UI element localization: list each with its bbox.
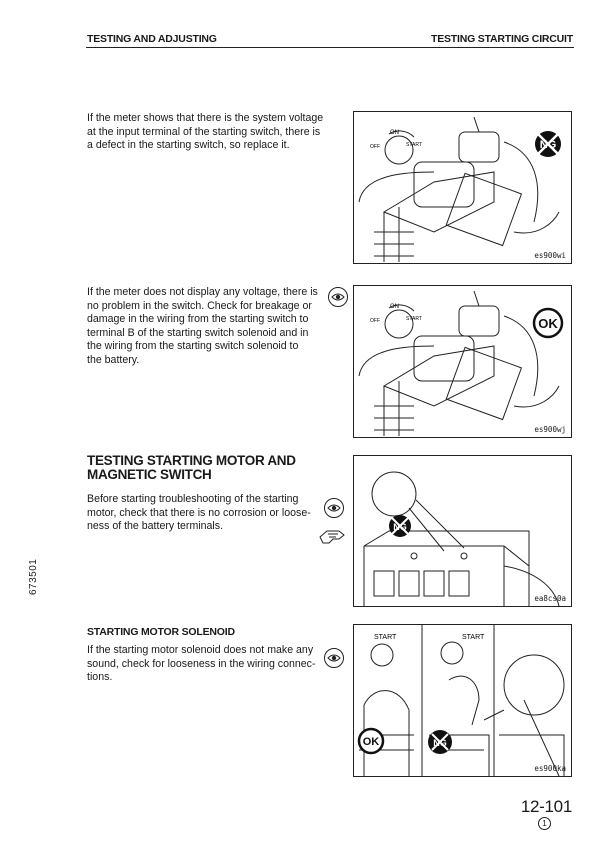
fig4-code: es900ka (534, 764, 566, 773)
section-heading: TESTING STARTING MOTOR AND MAGNETIC SWIT… (87, 453, 296, 482)
sub-heading: STARTING MOTOR SOLENOID (87, 626, 235, 638)
eye-icon (324, 648, 344, 668)
solenoid-illustration: START START OK NG (357, 625, 565, 776)
header-rule (86, 47, 574, 48)
fig3-ng-badge: NG (389, 515, 411, 537)
side-document-code: 673501 (28, 558, 39, 595)
fig4-ok-badge: OK (357, 727, 385, 755)
fig4-ng-badge: NG (428, 730, 452, 754)
paragraph-solenoid-sound: If the starting motor solenoid does not … (87, 644, 316, 684)
fig4-start-left: START (374, 634, 397, 641)
fig2-switch-on-label: ON (390, 304, 399, 310)
fig1-code: es900wi (534, 251, 566, 260)
fig2-ok-badge: OK (532, 307, 564, 339)
fig2-switch-off-label: OFF (370, 318, 380, 324)
fig4-badge-left-text: OK (363, 736, 380, 748)
fig1-ng-badge: NG (535, 131, 561, 157)
fig2-code: es900wj (534, 425, 566, 434)
meter-test-illustration: ON OFF START OK (358, 290, 564, 436)
hand-icon (319, 527, 345, 550)
header-left-title: TESTING AND ADJUSTING (87, 33, 217, 45)
fig1-switch-start-label: START (406, 142, 422, 148)
fig2-badge-text: OK (538, 316, 558, 331)
meter-test-illustration: ON OFF START NG (358, 116, 561, 262)
paragraph-battery-check: Before starting troubleshooting of the s… (87, 493, 311, 533)
page-number: 12-101 (520, 797, 572, 816)
paragraph-no-voltage: If the meter does not display any voltag… (87, 286, 318, 366)
fig2-switch-start-label: START (406, 316, 422, 322)
fig1-switch-on-label: ON (390, 130, 399, 136)
figure-meter-ok: ON OFF START OK es900wj (353, 285, 572, 438)
figure-battery-terminal: NG ea8cs0a (353, 455, 572, 607)
paragraph-replace-switch: If the meter shows that there is the sys… (87, 112, 324, 152)
figure-meter-ng: ON OFF START NG es900wi (353, 111, 572, 264)
fig3-code: ea8cs0a (534, 594, 566, 603)
revision-mark: 1 (538, 817, 551, 830)
battery-illustration: NG (363, 471, 560, 606)
figure-solenoid-check: START START OK NG es900ka (353, 624, 572, 777)
eye-icon (328, 287, 348, 307)
eye-icon (324, 498, 344, 518)
fig4-start-right: START (462, 634, 485, 641)
header-right-title: TESTING STARTING CIRCUIT (430, 33, 573, 45)
fig1-switch-off-label: OFF (370, 144, 380, 150)
